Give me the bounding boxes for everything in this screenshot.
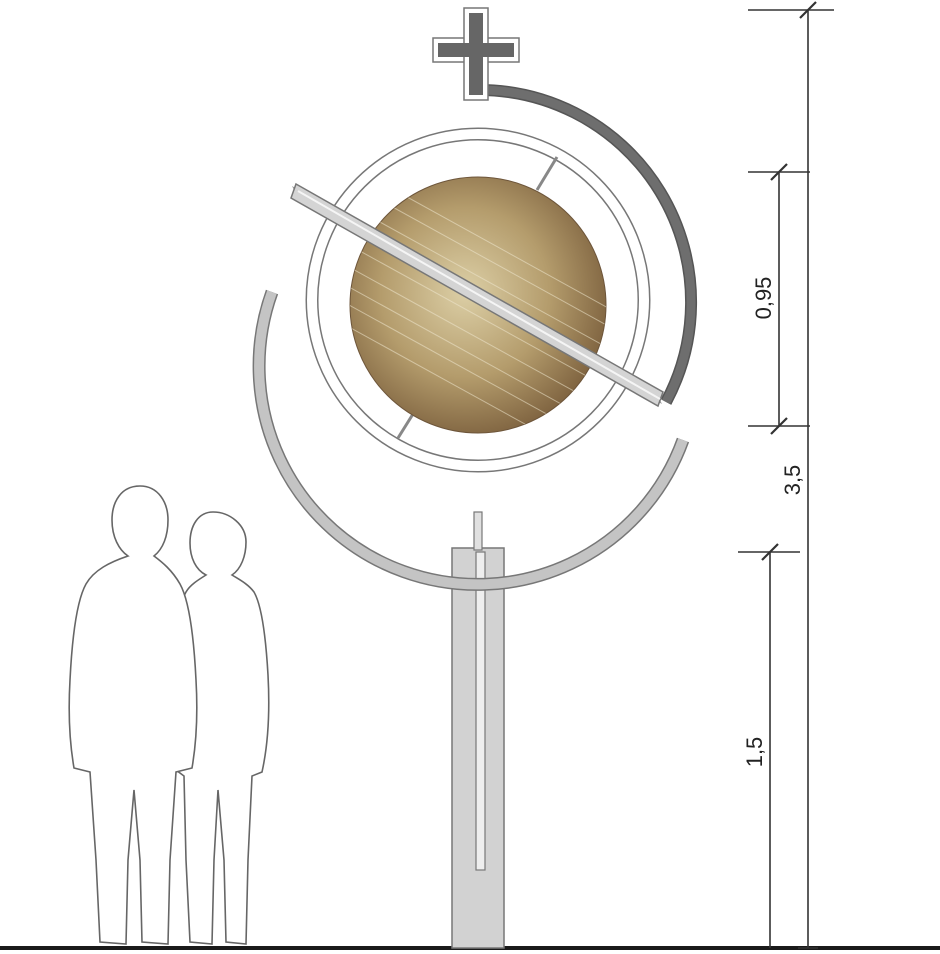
dimension-ticks — [761, 1, 817, 561]
dimension-label-sphere-height: 0,95 — [751, 277, 776, 320]
human-silhouette-left — [68, 485, 198, 945]
dimension-label-total-height: 3,5 — [780, 465, 805, 496]
human-silhouette-right — [170, 511, 270, 945]
cross — [432, 7, 520, 101]
dimension-label-pole-height: 1,5 — [742, 737, 767, 768]
ring-spoke-top — [535, 156, 559, 191]
pole-inner-rod — [475, 551, 486, 871]
axis-bar — [290, 182, 664, 408]
dimension-lines — [738, 9, 834, 949]
human-silhouettes — [68, 485, 270, 945]
pole-connector — [473, 511, 483, 551]
